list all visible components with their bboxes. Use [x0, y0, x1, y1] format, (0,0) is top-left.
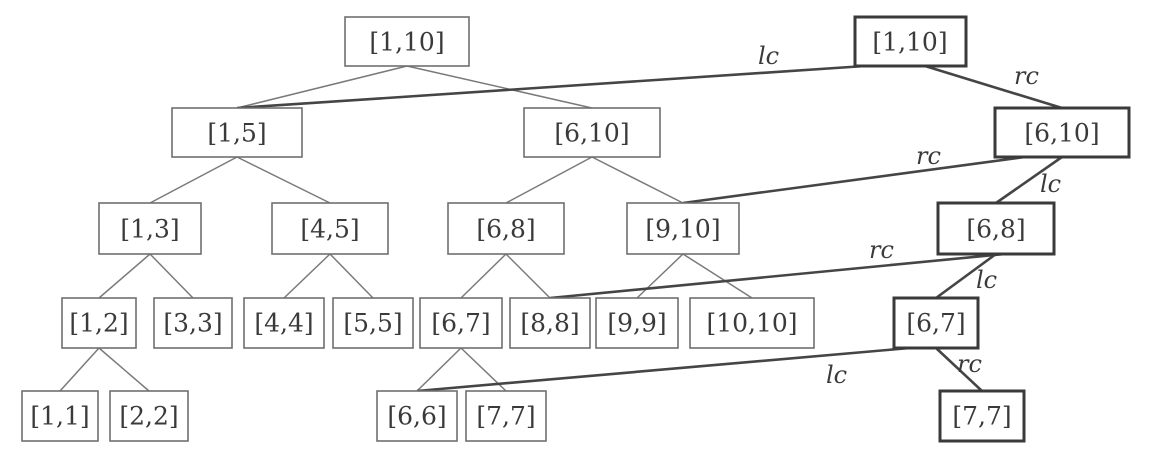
node-1-2: [1,2] — [61, 297, 137, 349]
edge-6-10-to-9-10 — [591, 156, 684, 204]
edge-4-5-to-4-4 — [283, 253, 331, 299]
node-6-6: [6,6] — [376, 390, 458, 442]
original-tree-edges — [59, 65, 753, 392]
svg-text:[7,7]: [7,7] — [952, 402, 1011, 431]
edge-label-lc-6-10: lc — [1040, 170, 1061, 198]
node-3-3: [3,3] — [153, 297, 233, 349]
svg-text:[6,8]: [6,8] — [966, 215, 1025, 244]
node-2-2: [2,2] — [109, 390, 189, 442]
edge-1-2-to-2-2 — [98, 347, 150, 392]
svg-text:[9,10]: [9,10] — [645, 215, 720, 244]
svg-text:[6,10]: [6,10] — [554, 119, 629, 148]
original-tree-nodes: [1,10] [1,5] [6,10] [1,3] [4,5] [6,8] [9… — [21, 16, 815, 442]
edge-9-10-to-9-9 — [636, 253, 684, 299]
svg-text:[8,8]: [8,8] — [520, 309, 579, 338]
edge-9-10-to-10-10 — [682, 253, 753, 299]
node-6-8: [6,8] — [447, 202, 565, 255]
edge-label-rc-6-8: rc — [869, 236, 894, 264]
edge-p6-8-lc-to-p6-7 — [935, 252, 997, 300]
persistent-version-edges — [236, 64, 1063, 393]
persistent-node-1-10: [1,10] — [853, 15, 968, 68]
edge-label-lc-6-7: lc — [826, 361, 847, 389]
node-4-5: [4,5] — [271, 202, 389, 255]
edge-labels: lc rc rc lc rc lc lc rc — [758, 42, 1061, 389]
persistent-version-nodes: [1,10] [6,10] [6,8] [6,7] [7,7] — [853, 15, 1131, 443]
edge-p1-10-lc-to-1-5 — [236, 64, 866, 110]
node-1-10: [1,10] — [344, 16, 470, 67]
svg-text:[4,5]: [4,5] — [300, 215, 359, 244]
persistent-node-6-8: [6,8] — [936, 201, 1056, 256]
svg-text:[1,10]: [1,10] — [872, 28, 947, 57]
node-7-7: [7,7] — [465, 390, 547, 442]
svg-text:[1,2]: [1,2] — [69, 309, 128, 338]
edge-label-rc-root: rc — [1014, 62, 1039, 90]
edge-1-10-to-6-10 — [406, 65, 593, 109]
svg-text:[6,10]: [6,10] — [1024, 119, 1099, 148]
node-1-3: [1,3] — [98, 202, 202, 255]
svg-text:[6,7]: [6,7] — [906, 309, 965, 338]
edge-6-7-to-6-6 — [416, 347, 462, 392]
svg-text:[9,9]: [9,9] — [607, 309, 666, 338]
svg-text:[3,3]: [3,3] — [163, 309, 222, 338]
svg-text:[6,7]: [6,7] — [431, 309, 490, 338]
edge-p6-7-lc-to-6-6 — [416, 346, 911, 393]
svg-text:[7,7]: [7,7] — [476, 402, 535, 431]
edge-1-10-to-1-5 — [236, 65, 408, 109]
node-1-5: [1,5] — [171, 107, 303, 158]
node-9-10: [9,10] — [626, 202, 740, 255]
svg-text:[5,5]: [5,5] — [343, 309, 402, 338]
node-4-4: [4,4] — [243, 297, 325, 349]
svg-text:[1,5]: [1,5] — [207, 119, 266, 148]
persistent-node-7-7: [7,7] — [938, 389, 1026, 443]
edge-1-3-to-3-3 — [149, 253, 194, 299]
node-5-5: [5,5] — [332, 297, 414, 349]
edge-6-10-to-6-8 — [505, 156, 593, 204]
persistent-node-6-10: [6,10] — [993, 106, 1131, 159]
edge-4-5-to-5-5 — [329, 253, 374, 299]
edge-p1-10-rc-to-p6-10 — [924, 64, 1063, 110]
edge-6-8-to-6-7 — [460, 253, 507, 299]
node-9-9: [9,9] — [595, 297, 679, 349]
edge-p6-10-lc-to-p6-8 — [995, 155, 1063, 205]
node-10-10: [10,10] — [689, 297, 815, 349]
edge-p6-8-rc-to-8-8 — [549, 252, 1006, 300]
edge-p6-10-rc-to-9-10 — [682, 155, 1026, 205]
edge-1-2-to-1-1 — [59, 347, 100, 392]
svg-text:[6,6]: [6,6] — [387, 402, 446, 431]
svg-text:[1,3]: [1,3] — [120, 215, 179, 244]
edge-label-rc-6-10: rc — [916, 142, 941, 170]
edge-1-3-to-1-2 — [98, 253, 151, 299]
svg-text:[6,8]: [6,8] — [476, 215, 535, 244]
svg-text:[10,10]: [10,10] — [706, 309, 797, 338]
edge-label-lc-6-8: lc — [976, 266, 997, 294]
persistent-node-6-7: [6,7] — [892, 296, 980, 350]
edge-label-rc-6-7: rc — [957, 350, 982, 378]
svg-text:[1,10]: [1,10] — [369, 28, 444, 57]
edge-6-8-to-8-8 — [505, 253, 551, 299]
node-6-7: [6,7] — [419, 297, 503, 349]
node-8-8: [8,8] — [509, 297, 591, 349]
edge-1-5-to-4-5 — [236, 156, 331, 204]
node-1-1: [1,1] — [21, 390, 99, 442]
svg-text:[1,1]: [1,1] — [30, 402, 89, 431]
edge-1-5-to-1-3 — [149, 156, 238, 204]
edge-p6-7-rc-to-p7-7 — [935, 347, 983, 392]
svg-text:[4,4]: [4,4] — [254, 309, 313, 338]
svg-text:[2,2]: [2,2] — [119, 402, 178, 431]
node-6-10: [6,10] — [523, 107, 661, 158]
edge-label-lc-root: lc — [758, 42, 779, 70]
